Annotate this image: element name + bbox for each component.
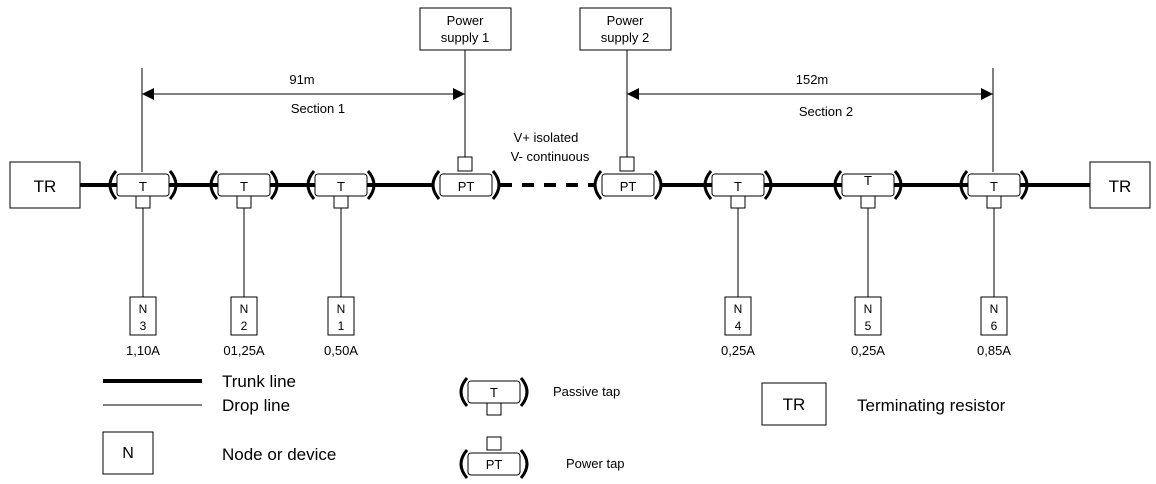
legend-power-tap-symbol: PT <box>459 436 529 479</box>
node-1-current: 0,50A <box>324 343 358 358</box>
power-tap-1: PT <box>431 156 501 200</box>
power-supply-2-line1: Power <box>607 13 645 28</box>
legend-passive-tap-symbol-label: T <box>490 385 498 400</box>
power-supply-1-line1: Power <box>447 13 485 28</box>
passive-tap-6-label: T <box>990 179 998 194</box>
legend-power-tap-symbol-label: PT <box>486 457 503 472</box>
section-2-length: 152m <box>796 72 829 87</box>
legend: Trunk line Drop line N Node or device T … <box>102 372 1006 479</box>
node-1-letter: N <box>337 302 346 316</box>
terminator-right: TR <box>1089 161 1151 209</box>
node-3-number: 3 <box>140 319 147 333</box>
node-2-letter: N <box>240 302 249 316</box>
node-4: N 4 0,25A <box>721 296 755 358</box>
node-6-letter: N <box>990 302 999 316</box>
power-supply-2-line2: supply 2 <box>601 30 649 45</box>
passive-tap-1-label: T <box>139 179 147 194</box>
legend-trunk-line-label: Trunk line <box>222 372 296 391</box>
passive-tap-4: T <box>703 170 773 209</box>
isolation-note-line1: V+ isolated <box>514 130 579 145</box>
node-2-number: 2 <box>241 319 248 333</box>
passive-tap-3: T <box>306 170 376 209</box>
passive-tap-2: T <box>209 170 279 209</box>
power-supply-2: Power supply 2 <box>579 7 672 51</box>
terminator-left: TR <box>9 161 81 209</box>
passive-tap-1: T <box>108 170 178 209</box>
passive-tap-5-label: T <box>864 173 872 188</box>
node-6: N 6 0,85A <box>977 296 1011 358</box>
power-tap-2: PT <box>593 156 663 200</box>
node-3-current: 1,10A <box>126 343 160 358</box>
power-tap-2-label: PT <box>620 179 637 194</box>
legend-passive-tap-label: Passive tap <box>553 384 620 399</box>
legend-terminator-label: Terminating resistor <box>857 396 1006 415</box>
power-supply-1: Power supply 1 <box>419 7 512 51</box>
node-1-number: 1 <box>338 319 345 333</box>
passive-tap-4-label: T <box>734 179 742 194</box>
passive-tap-5: T <box>833 170 903 209</box>
terminator-left-label: TR <box>34 177 57 196</box>
legend-drop-line-label: Drop line <box>222 396 290 415</box>
node-3-letter: N <box>139 302 148 316</box>
node-5-number: 5 <box>865 319 872 333</box>
legend-node-label: Node or device <box>222 445 336 464</box>
section-2-name: Section 2 <box>799 104 853 119</box>
node-4-number: 4 <box>735 319 742 333</box>
legend-node-symbol <box>102 431 154 475</box>
node-4-current: 0,25A <box>721 343 755 358</box>
node-6-current: 0,85A <box>977 343 1011 358</box>
node-5: N 5 0,25A <box>851 296 885 358</box>
passive-tap-3-label: T <box>337 179 345 194</box>
section-1-name: Section 1 <box>291 101 345 116</box>
node-2-current: 01,25A <box>223 343 265 358</box>
legend-power-tap-label: Power tap <box>566 456 625 471</box>
terminator-right-label: TR <box>1109 177 1132 196</box>
legend-node-symbol-label: N <box>122 445 134 462</box>
passive-tap-6: T <box>959 170 1029 209</box>
legend-passive-tap-symbol: T <box>459 377 529 416</box>
node-6-number: 6 <box>991 319 998 333</box>
node-1: N 1 0,50A <box>324 296 358 358</box>
passive-tap-2-label: T <box>240 179 248 194</box>
power-supply-1-line2: supply 1 <box>441 30 489 45</box>
legend-terminator-symbol <box>761 382 827 426</box>
isolation-note-line2: V- continuous <box>511 149 590 164</box>
node-5-current: 0,25A <box>851 343 885 358</box>
node-4-letter: N <box>734 302 743 316</box>
legend-terminator-symbol-label: TR <box>783 395 806 414</box>
node-5-letter: N <box>864 302 873 316</box>
power-tap-1-label: PT <box>458 179 475 194</box>
node-3: N 3 1,10A <box>126 296 160 358</box>
section-1-length: 91m <box>289 72 314 87</box>
node-2: N 2 01,25A <box>223 296 265 358</box>
